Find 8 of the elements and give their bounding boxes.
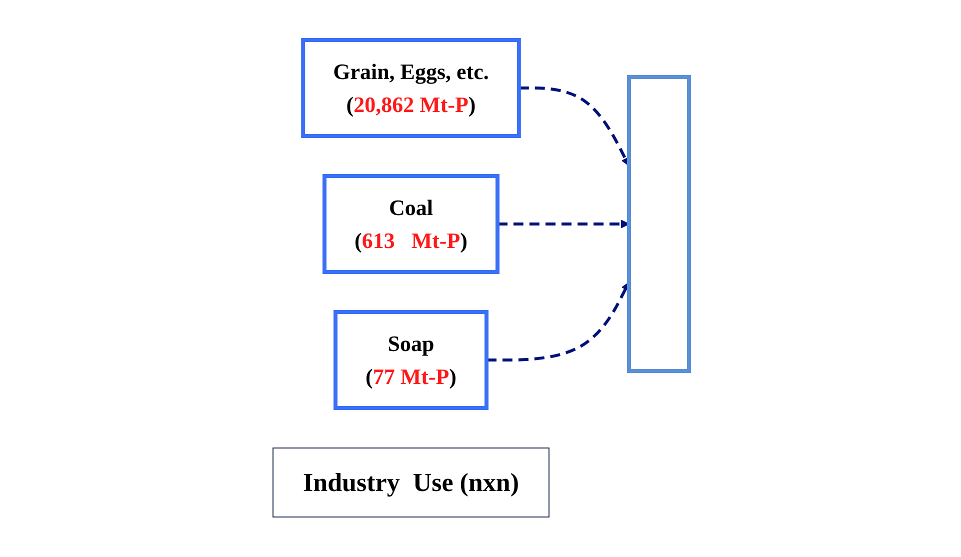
arrow — [486, 282, 629, 362]
node-box: Soap (77 Mt-P) — [333, 310, 488, 410]
node-box: Grain, Eggs, etc. (20,862 Mt-P) — [300, 38, 520, 138]
arrow — [518, 86, 629, 166]
node-box: Coal (613 Mt-P) — [322, 174, 499, 274]
arrow — [497, 220, 629, 228]
node-box — [626, 75, 690, 373]
node-box: Industry Use (nxn) — [272, 448, 549, 518]
